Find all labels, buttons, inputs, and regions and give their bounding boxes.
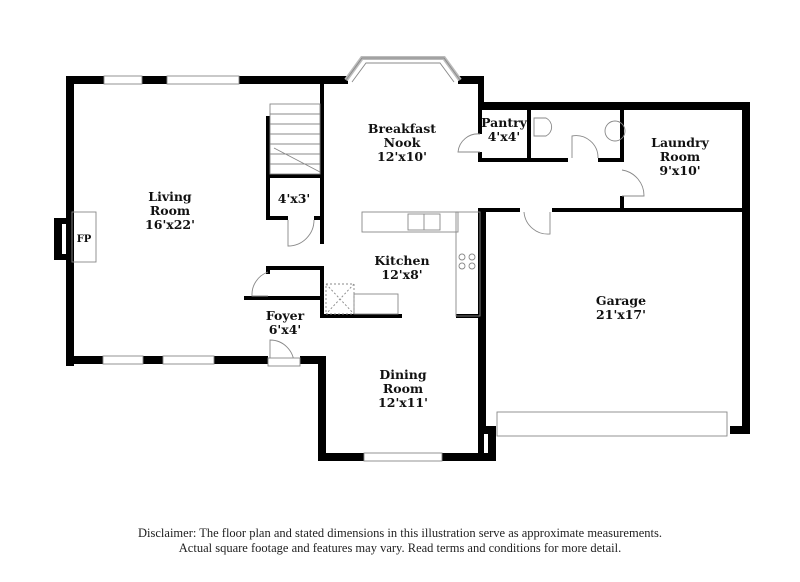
disclaimer-line: Disclaimer: The floor plan and stated di… [138,526,662,540]
room-name: Foyer [265,308,305,323]
room-dimensions: 4'x3' [277,191,311,206]
room-dining: Dining Room 12'x11' [378,368,428,410]
disclaimer-line: Actual square footage and features may v… [178,541,622,555]
fireplace [71,211,97,263]
room-name: Living [148,189,192,204]
room-name: Room [659,149,701,164]
room-dimensions: 16'x22' [145,217,195,232]
room-name: Nook [383,135,421,150]
room-dimensions: 21'x17' [596,307,646,322]
room-dimensions: 9'x10' [659,163,701,178]
room-dimensions: 12'x10' [377,149,427,164]
fixtures [71,117,626,317]
stairs [269,103,321,175]
room-closet: 4'x3' [278,192,311,206]
room-dimensions: 6'x4' [268,322,302,337]
room-dimensions: 12'x8' [381,267,423,282]
room-name: Pantry [481,115,527,130]
room-foyer: Foyer 6'x4' [266,309,304,337]
doors [251,133,645,367]
room-name: Garage [595,293,647,308]
room-pantry: Pantry 4'x4' [481,116,527,144]
disclaimer: Disclaimer: The floor plan and stated di… [0,526,800,556]
room-name: Room [382,381,424,396]
room-name: Laundry [651,135,709,150]
room-name: Room [149,203,191,218]
room-living: Living Room 16'x22' [145,190,195,232]
room-name: Dining [379,367,427,382]
fireplace-label: FP [76,234,92,245]
room-name: Breakfast [367,121,437,136]
room-laundry: Laundry Room 9'x10' [651,136,709,178]
room-breakfast-nook: Breakfast Nook 12'x10' [368,122,436,164]
room-name: Kitchen [374,253,430,268]
windows [102,56,728,462]
room-kitchen: Kitchen 12'x8' [374,254,429,282]
room-garage: Garage 21'x17' [596,294,646,322]
room-dimensions: 12'x11' [378,395,428,410]
room-dimensions: 4'x4' [487,129,521,144]
